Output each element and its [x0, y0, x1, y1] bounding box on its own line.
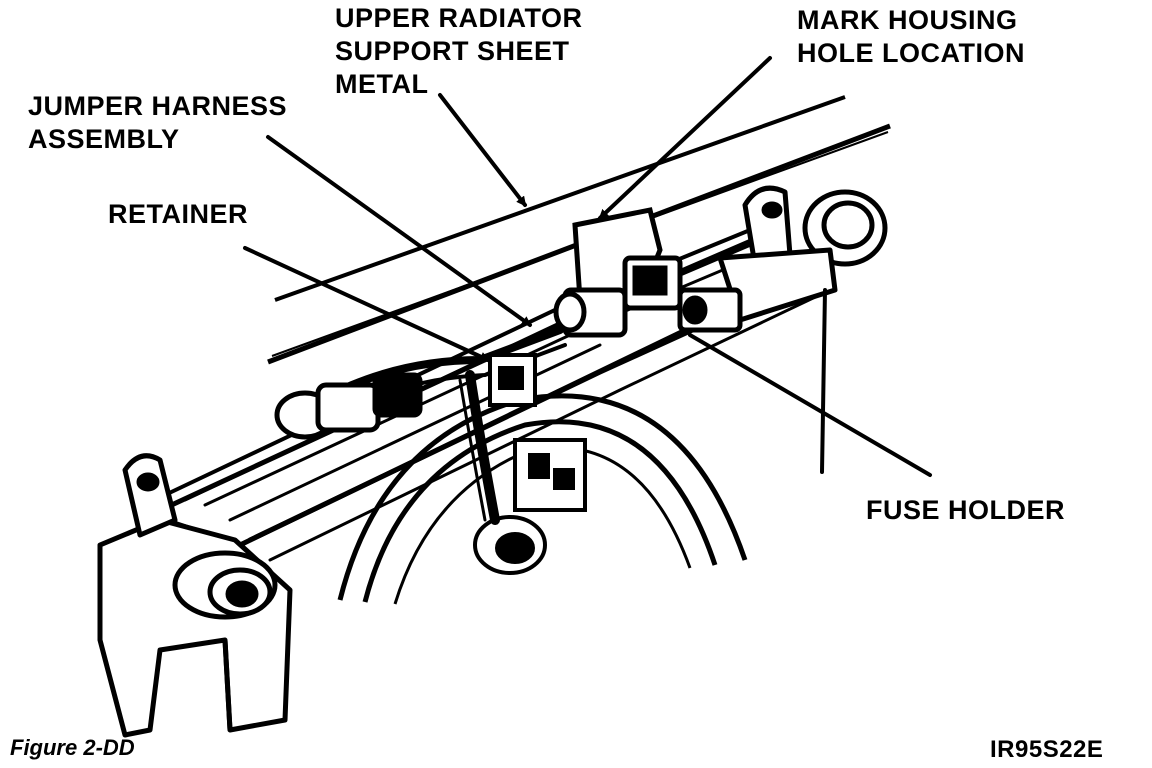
leader-lines: [243, 56, 932, 477]
figure-caption: Figure 2-DD: [10, 735, 135, 760]
leader-fuse-holder-a: [688, 333, 932, 477]
label-mark-housing: MARK HOUSING HOLE LOCATION: [797, 4, 1025, 70]
label-line: MARK HOUSING: [797, 5, 1018, 35]
label-line: UPPER RADIATOR: [335, 3, 583, 33]
label-line: FUSE HOLDER: [866, 495, 1066, 525]
fuse-holder-part: [553, 207, 743, 338]
label-retainer: RETAINER: [108, 198, 248, 231]
leader-retainer: [243, 246, 490, 362]
leader-jumper-harness: [266, 135, 532, 327]
label-line: JUMPER HARNESS: [28, 91, 288, 121]
harness-connector-left: [274, 372, 423, 440]
label-jumper-harness: JUMPER HARNESS ASSEMBLY: [28, 90, 287, 156]
label-line: ASSEMBLY: [28, 124, 180, 154]
leader-upper-radiator-support: [438, 93, 527, 207]
radiator-right-end: [717, 185, 888, 323]
label-line: HOLE LOCATION: [797, 38, 1025, 68]
label-fuse-holder: FUSE HOLDER: [866, 494, 1065, 527]
label-line: RETAINER: [108, 199, 249, 229]
label-upper-radiator-support: UPPER RADIATOR SUPPORT SHEET METAL: [335, 2, 583, 101]
leader-mark-housing: [598, 56, 772, 220]
label-line: SUPPORT SHEET: [335, 36, 570, 66]
fan-motor: [473, 438, 587, 575]
leader-fuse-holder-b: [820, 288, 827, 474]
figure-code: IR95S22E: [990, 736, 1104, 763]
label-line: METAL: [335, 69, 429, 99]
radiator-left-end: [97, 453, 293, 738]
retainer-part: [488, 353, 537, 407]
